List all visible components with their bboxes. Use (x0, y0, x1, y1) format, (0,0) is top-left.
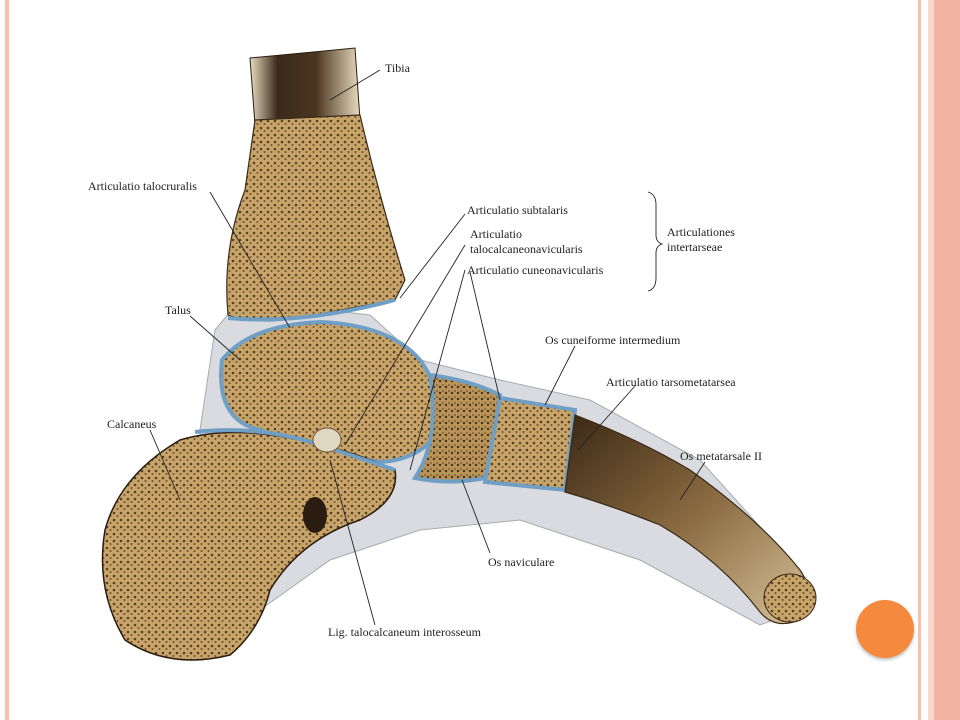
label-talocalcaneonavicularis-1: Articulatio (470, 227, 522, 241)
label-intertarseae-1: Articulationes (667, 225, 735, 239)
label-naviculare: Os naviculare (488, 555, 554, 569)
interosseous-ligament (312, 427, 342, 453)
orange-dot-icon (856, 600, 914, 658)
label-tibia: Tibia (385, 61, 411, 75)
label-talocruralis: Articulatio talocruralis (88, 179, 197, 193)
tibia-shaft (249, 47, 361, 126)
leader-lines (149, 69, 706, 626)
label-cuneonavicularis: Articulatio cuneonavicularis (467, 263, 604, 277)
cuneiform-bone (482, 395, 578, 493)
label-talocalcaneonavicularis-2: talocalcaneonavicularis (470, 242, 583, 256)
label-tarsometatarsea: Articulatio tarsometatarsea (606, 375, 736, 389)
label-subtalaris: Articulatio subtalaris (467, 203, 568, 217)
label-calcaneus: Calcaneus (107, 417, 157, 431)
slide-frame-left (5, 0, 9, 720)
slide-frame-right-band (928, 0, 960, 720)
label-intertarseae-2: intertarseae (667, 240, 722, 254)
label-cuneiforme: Os cuneiforme intermedium (545, 333, 681, 347)
slide-frame-right-line (918, 0, 921, 720)
metatarsal-head (763, 573, 817, 623)
label-metatarsale: Os metatarsale II (680, 449, 762, 463)
label-talus: Talus (165, 303, 191, 317)
tibia-bone (226, 114, 406, 322)
calcaneus-canal (303, 497, 327, 533)
label-lig-interosseum: Lig. talocalcaneum interosseum (328, 625, 482, 639)
talocrural-cartilage (227, 298, 396, 322)
